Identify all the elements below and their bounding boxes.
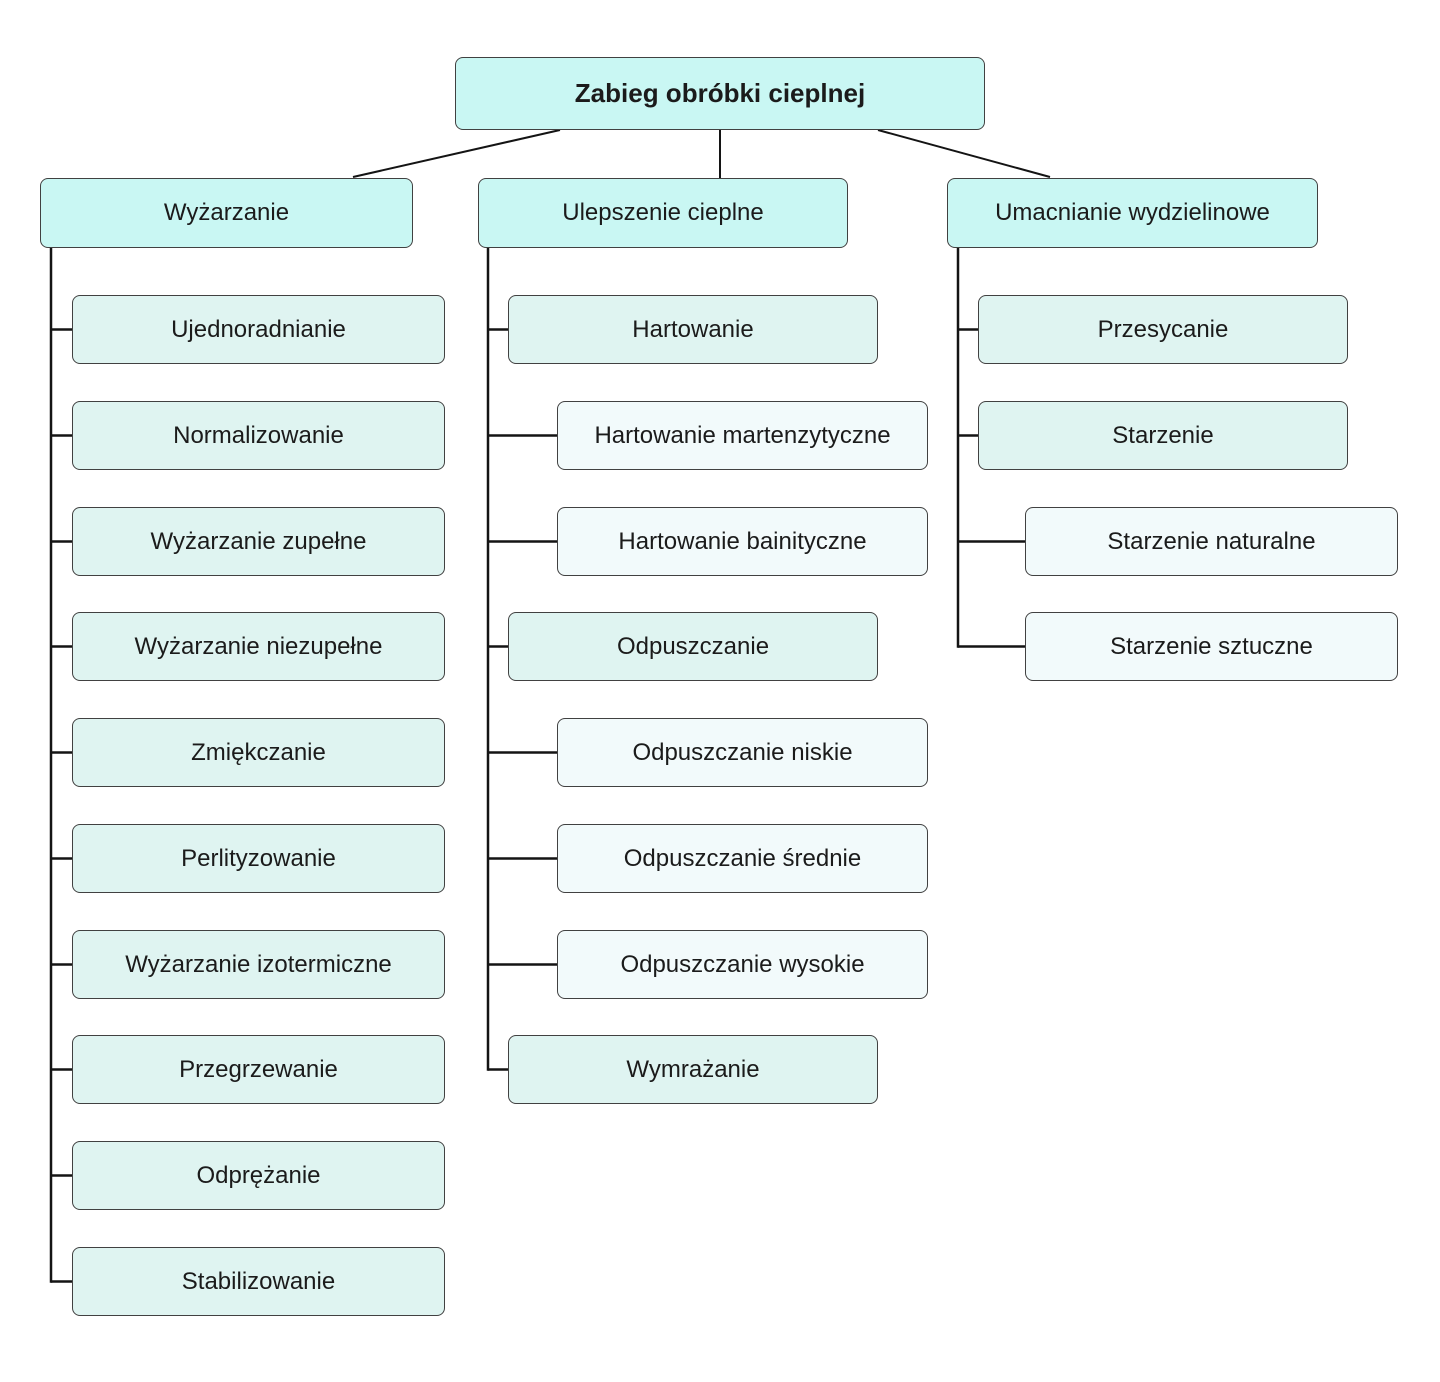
branch-wyzarzanie: Wyżarzanie [40,178,413,248]
node-label: Perlityzowanie [181,844,336,872]
node-starzenie: Starzenie [978,401,1348,470]
node-odpuszczanie-niskie: Odpuszczanie niskie [557,718,928,787]
node-label: Odpuszczanie wysokie [620,950,865,978]
node-label: Wymrażanie [626,1055,760,1083]
node-label: Wyżarzanie izotermiczne [125,950,392,978]
node-odpuszczanie: Odpuszczanie [508,612,878,681]
root-node-label: Zabieg obróbki cieplnej [574,77,866,108]
node-label: Normalizowanie [173,421,344,449]
node-label: Stabilizowanie [181,1267,336,1295]
node-normalizowanie: Normalizowanie [72,401,445,470]
node-przegrzewanie: Przegrzewanie [72,1035,445,1104]
node-wyzarzanie-izotermiczne: Wyżarzanie izotermiczne [72,930,445,999]
node-label: Starzenie sztuczne [1110,632,1313,660]
node-wyzarzanie-niezupelne: Wyżarzanie niezupełne [72,612,445,681]
branch-umacnianie-wydzielinowe: Umacnianie wydzielinowe [947,178,1318,248]
node-starzenie-naturalne: Starzenie naturalne [1025,507,1398,576]
node-przesycanie: Przesycanie [978,295,1348,364]
node-label: Umacnianie wydzielinowe [995,199,1270,227]
node-starzenie-sztuczne: Starzenie sztuczne [1025,612,1398,681]
node-label: Wyżarzanie niezupełne [134,632,383,660]
node-label: Odpuszczanie średnie [623,844,862,872]
node-label: Starzenie [1112,421,1214,449]
node-label: Hartowanie bainityczne [618,527,867,555]
node-label: Wyżarzanie zupełne [150,527,367,555]
node-label: Hartowanie [632,315,754,343]
node-odpuszczanie-wysokie: Odpuszczanie wysokie [557,930,928,999]
node-label: Przesycanie [1097,315,1229,343]
node-label: Wyżarzanie [163,199,290,227]
node-label: Odprężanie [196,1161,321,1189]
branch-ulepszenie-cieplne: Ulepszenie cieplne [478,178,848,248]
node-hartowanie-martenzytyczne: Hartowanie martenzytyczne [557,401,928,470]
node-label: Starzenie naturalne [1107,527,1316,555]
node-odpuszczanie-srednie: Odpuszczanie średnie [557,824,928,893]
node-label: Zmiękczanie [191,738,326,766]
root-node: Zabieg obróbki cieplnej [455,57,985,130]
node-odprezanie: Odprężanie [72,1141,445,1210]
node-label: Ujednoradnianie [171,315,346,343]
node-hartowanie-bainityczne: Hartowanie bainityczne [557,507,928,576]
node-label: Hartowanie martenzytyczne [594,421,891,449]
node-label: Odpuszczanie [616,632,770,660]
node-zmiekczanie: Zmiękczanie [72,718,445,787]
node-stabilizowanie: Stabilizowanie [72,1247,445,1316]
node-hartowanie: Hartowanie [508,295,878,364]
node-label: Ulepszenie cieplne [562,199,764,227]
node-wyzarzanie-zupelne: Wyżarzanie zupełne [72,507,445,576]
node-perlityzowanie: Perlityzowanie [72,824,445,893]
node-ujednoradnianie: Ujednoradnianie [72,295,445,364]
node-wymrazanie: Wymrażanie [508,1035,878,1104]
node-label: Odpuszczanie niskie [632,738,853,766]
node-label: Przegrzewanie [179,1055,338,1083]
